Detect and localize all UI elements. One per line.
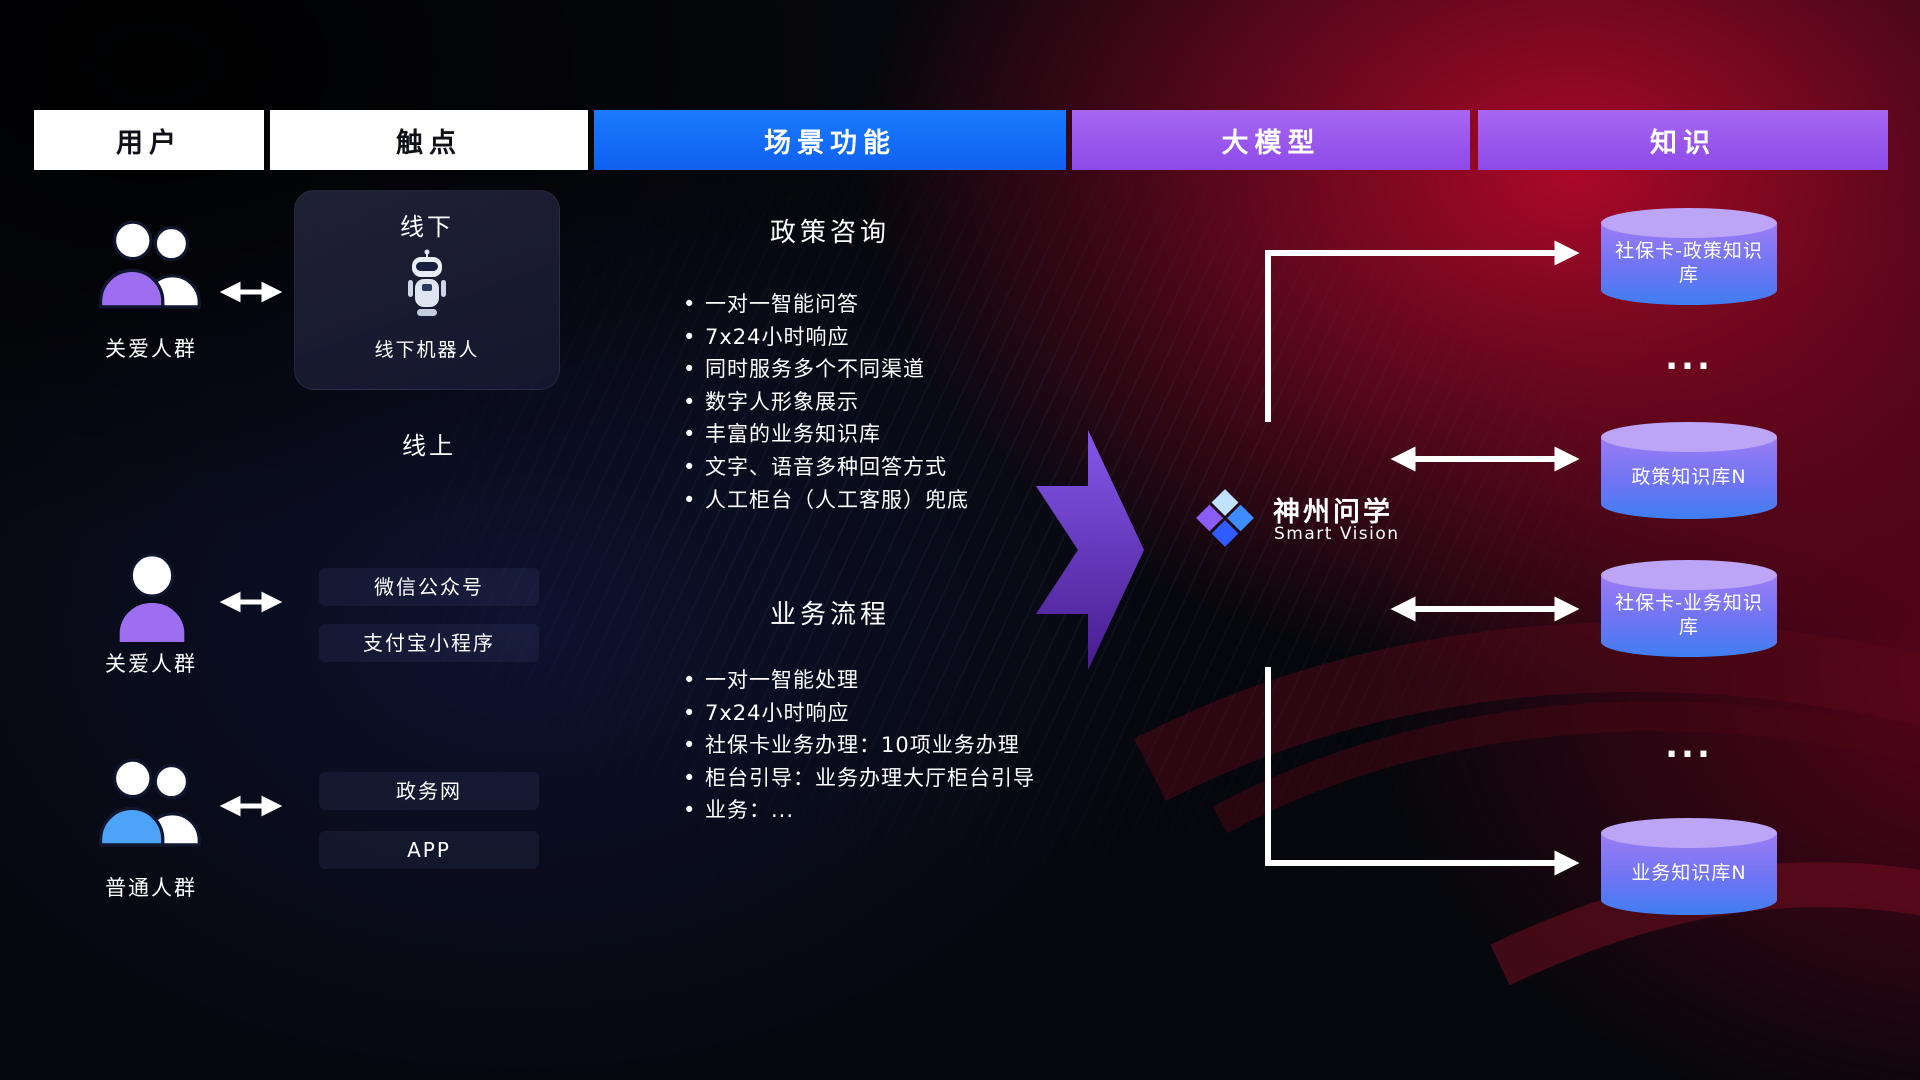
channel-alipay: 支付宝小程序 [319, 624, 539, 662]
kb-label: 政策知识库N [1631, 466, 1747, 488]
scenario-title-policy: 政策咨询 [769, 218, 890, 248]
database-cylinder-kb3: 社保卡-业务知识库 [1601, 560, 1777, 658]
user-group-1-label: 关爱人群 [105, 337, 197, 361]
header-cell-model: 大模型 [1072, 110, 1470, 170]
smart-vision-logo-icon [1194, 487, 1256, 553]
person-purple-icon [112, 550, 192, 648]
offline-touchpoint-card: 线下 线下机器人 [294, 190, 560, 390]
list-item: 社保卡业务办理：10项业务办理 [681, 729, 1111, 762]
list-item: 数字人形象展示 [681, 386, 1111, 419]
list-item: 丰富的业务知识库 [681, 418, 1111, 451]
group-people-purple-icon [92, 214, 210, 318]
channel-app: APP [319, 831, 539, 869]
kb-label: 社保卡-政策知识库 [1615, 240, 1763, 286]
list-item: 一对一智能处理 [681, 664, 1111, 697]
scenario-title-business: 业务流程 [769, 600, 890, 630]
robot-icon [404, 249, 450, 323]
header-cell-touchpoints: 触点 [270, 110, 588, 170]
header-cell-scenarios: 场景功能 [594, 110, 1066, 170]
list-item: 业务：... [681, 794, 1111, 827]
user-group-2-label: 关爱人群 [105, 652, 197, 676]
model-name: 神州问学 [1273, 497, 1393, 528]
database-cylinder-kb1: 社保卡-政策知识库 [1601, 208, 1777, 306]
list-item: 柜台引导：业务办理大厅柜台引导 [681, 762, 1111, 795]
kb-label: 社保卡-业务知识库 [1615, 592, 1763, 638]
ellipsis-upper: ... [1665, 338, 1713, 378]
policy-feature-list: 一对一智能问答 7x24小时响应 同时服务多个不同渠道 数字人形象展示 丰富的业… [681, 288, 1111, 516]
group-people-blue-icon [92, 752, 210, 856]
database-cylinder-kb2: 政策知识库N [1601, 422, 1777, 520]
list-item: 7x24小时响应 [681, 321, 1111, 354]
kb-label: 业务知识库N [1631, 862, 1747, 884]
channel-wechat: 微信公众号 [319, 568, 539, 606]
header-cell-knowledge: 知识 [1478, 110, 1888, 170]
database-cylinder-kb4: 业务知识库N [1601, 818, 1777, 916]
model-subtitle: Smart Vision [1274, 524, 1400, 544]
user-group-3-label: 普通人群 [105, 876, 197, 900]
business-feature-list: 一对一智能处理 7x24小时响应 社保卡业务办理：10项业务办理 柜台引导：业务… [681, 664, 1111, 827]
online-title: 线上 [402, 432, 456, 460]
model-to-kb4-elbow-arrow [1265, 667, 1580, 876]
list-item: 人工柜台（人工客服）兜底 [681, 484, 1111, 517]
list-item: 同时服务多个不同渠道 [681, 353, 1111, 386]
header-cell-users: 用户 [34, 110, 264, 170]
model-to-kb1-elbow-arrow [1265, 240, 1580, 422]
list-item: 7x24小时响应 [681, 697, 1111, 730]
ellipsis-lower: ... [1665, 726, 1713, 766]
list-item: 文字、语音多种回答方式 [681, 451, 1111, 484]
channel-govweb: 政务网 [319, 772, 539, 810]
offline-title: 线下 [400, 213, 454, 241]
offline-robot-label: 线下机器人 [374, 339, 480, 361]
list-item: 一对一智能问答 [681, 288, 1111, 321]
